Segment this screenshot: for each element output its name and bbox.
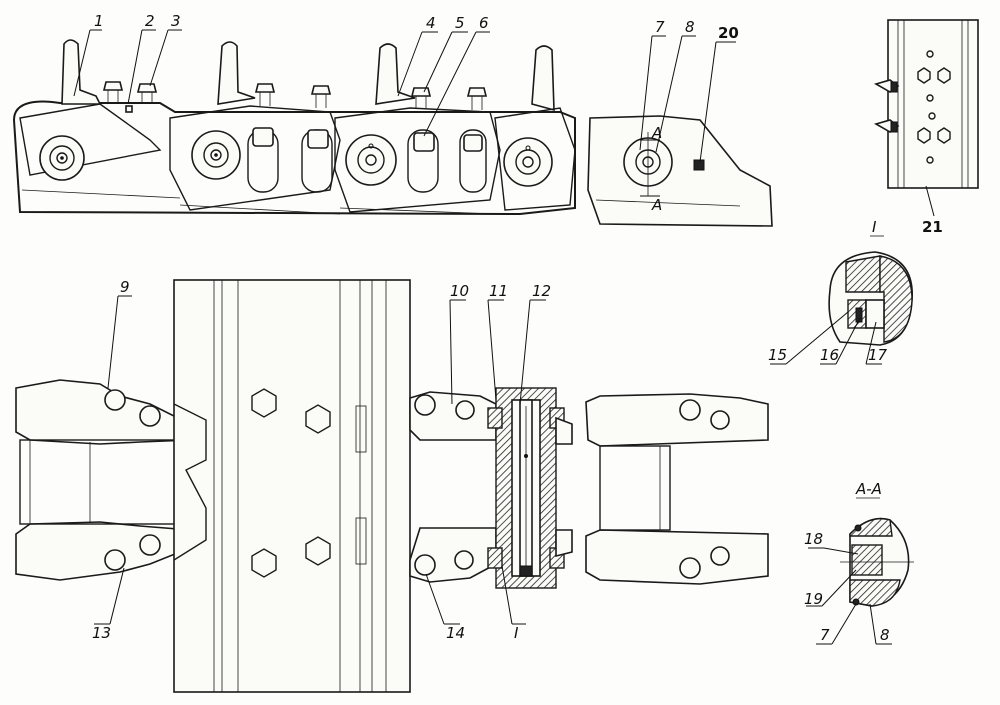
grouser-spikes <box>61 39 555 112</box>
callout-6: 6 <box>479 14 489 32</box>
leader-lines <box>73 29 935 645</box>
detail-I-view <box>828 235 913 346</box>
link-pins <box>39 130 553 187</box>
shoe-plate-plan-view <box>873 19 979 189</box>
callout-I: I <box>514 624 519 642</box>
track-plan-view <box>15 279 769 693</box>
callout-18: 18 <box>804 530 823 548</box>
callout-2: 2 <box>145 12 155 30</box>
callout-14: 14 <box>446 624 465 642</box>
callout-13: 13 <box>92 624 111 642</box>
callout-11: 11 <box>489 282 508 300</box>
section-mark-a-bottom: A <box>651 196 662 214</box>
link-windows <box>247 127 487 193</box>
section-AA-view <box>840 497 914 607</box>
link-plates <box>19 103 576 215</box>
callout-12: 12 <box>532 282 551 300</box>
callout-8-section: 8 <box>880 626 890 644</box>
callout-5: 5 <box>455 14 465 32</box>
callout-16: 16 <box>820 346 839 364</box>
callout-7: 7 <box>655 18 665 36</box>
far-right-links <box>585 393 769 585</box>
callout-8: 8 <box>685 18 695 36</box>
callout-15: 15 <box>768 346 787 364</box>
callout-9: 9 <box>120 278 130 296</box>
callout-4: 4 <box>426 14 436 32</box>
section-mark-a-top: A <box>651 124 662 142</box>
callout-21: 21 <box>922 218 943 236</box>
callout-1: 1 <box>94 12 104 30</box>
detail-I-title: I <box>872 218 877 236</box>
shoe-plate <box>173 279 411 693</box>
callout-20: 20 <box>718 24 739 42</box>
track-chain-side-view <box>12 39 773 227</box>
section-AA-title: A-A <box>855 480 882 498</box>
section-marks: A A I A-A <box>640 124 882 498</box>
right-links <box>409 387 573 589</box>
callout-3: 3 <box>171 12 181 30</box>
callout-numbers: 1 2 3 4 5 6 7 8 20 21 9 10 11 12 13 14 I… <box>92 12 943 644</box>
left-links <box>15 379 191 581</box>
callout-19: 19 <box>804 590 823 608</box>
callout-17: 17 <box>868 346 888 364</box>
end-link-view <box>587 115 773 227</box>
callout-7-section: 7 <box>820 626 830 644</box>
callout-10: 10 <box>450 282 469 300</box>
shoe-bolts <box>102 81 488 113</box>
